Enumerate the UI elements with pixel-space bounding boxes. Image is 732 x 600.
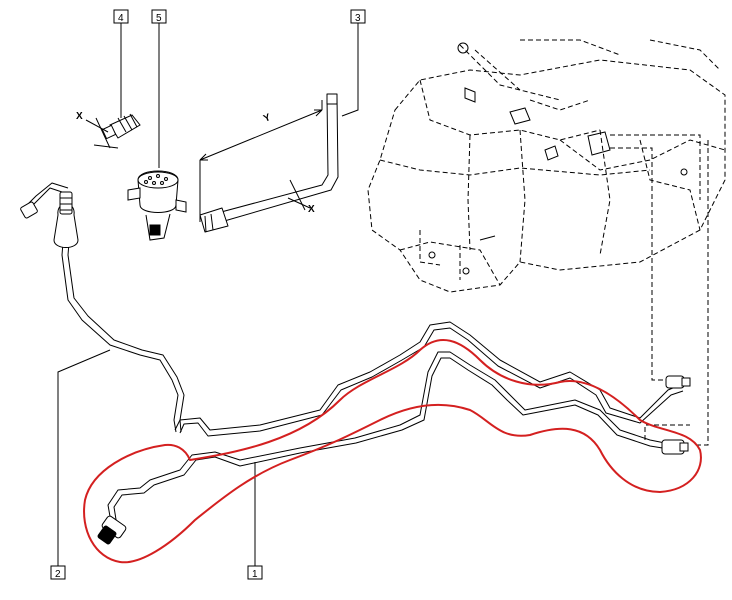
callout-label-5: 5 xyxy=(156,13,162,24)
callout-box-4: 4 xyxy=(113,9,129,24)
callout-label-3: 3 xyxy=(355,13,361,24)
callout-label-1: 1 xyxy=(252,569,258,580)
tank-fittings xyxy=(428,42,688,275)
pipe-assembly-1 xyxy=(107,321,684,533)
callout-box-1: 1 xyxy=(247,565,263,580)
callout-box-3: 3 xyxy=(350,9,366,24)
callout-3-leader xyxy=(341,22,359,117)
pipe-1-rear-connector xyxy=(661,375,691,455)
fuel-tank-outline xyxy=(367,39,726,293)
callout-label-4: 4 xyxy=(118,13,124,24)
dim-x-connector-label: X xyxy=(76,111,83,122)
callout-2-leader xyxy=(57,349,111,566)
callout-box-2: 2 xyxy=(50,565,66,580)
part-4-connector xyxy=(101,113,141,140)
tank-connection-leaders xyxy=(610,134,709,446)
part-3-pipe xyxy=(199,93,339,233)
dim-y-label: Y xyxy=(262,112,273,125)
pipe-2-filter xyxy=(20,191,79,248)
red-highlight-outline xyxy=(83,339,702,564)
dim-x-pipe-label: X xyxy=(308,204,315,215)
callout-box-5: 5 xyxy=(151,9,167,24)
callout-label-2: 2 xyxy=(55,569,61,580)
part-5-valve xyxy=(127,170,187,241)
pipe-1-front-connector xyxy=(97,515,127,545)
part-3-dimensions xyxy=(199,100,323,222)
part-4-dimension xyxy=(85,117,119,149)
